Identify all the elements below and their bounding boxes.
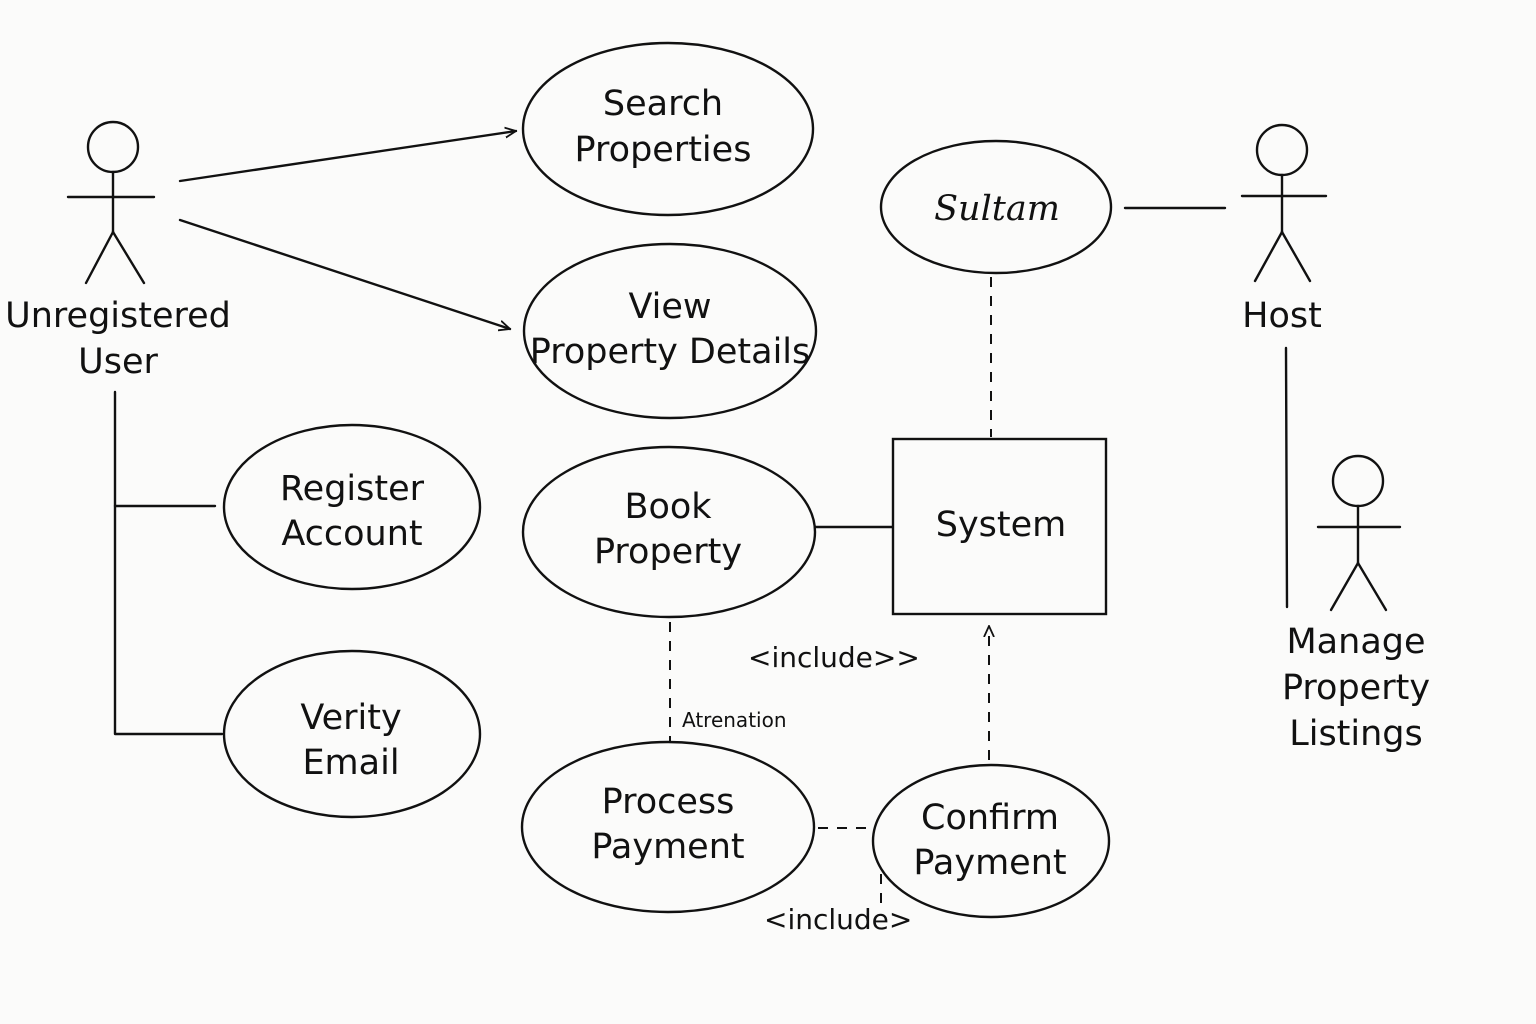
alternation-annotation: Atrenation <box>682 708 787 732</box>
actor-label-property: Property <box>1282 668 1430 708</box>
actor-host <box>1240 123 1328 283</box>
include-annotation-bottom: <include> <box>764 903 912 936</box>
use-case-label-view: View <box>628 287 711 327</box>
include-annotation-top: <include>> <box>748 641 920 674</box>
use-case-register-account[interactable] <box>222 423 482 591</box>
actor-unregistered-user <box>66 120 156 285</box>
use-case-label-account: Account <box>281 514 422 554</box>
use-case-verify-email[interactable] <box>222 649 482 819</box>
use-case-process-payment[interactable] <box>520 740 816 914</box>
use-case-label-register: Register <box>280 469 425 509</box>
use-case-label-book: Book <box>624 487 712 527</box>
use-case-label-payment: Payment <box>591 827 744 867</box>
association-host-manage <box>1284 346 1289 609</box>
use-case-confirm-payment[interactable] <box>871 763 1111 919</box>
use-case-label-search: Search <box>603 84 723 124</box>
actor-label-user: User <box>78 342 158 382</box>
use-case-label-property-details: Property Details <box>530 332 811 372</box>
use-case-label-sultam: Sultam <box>934 189 1060 229</box>
use-case-sultam[interactable] <box>879 139 1113 275</box>
association-user-search <box>178 131 516 183</box>
association-user-register-verify <box>113 390 224 736</box>
use-case-view-property-details[interactable] <box>522 242 818 420</box>
use-case-label-email: Email <box>302 743 399 783</box>
actor-manager <box>1316 454 1402 612</box>
actor-label-unregistered: Unregistered <box>5 296 231 336</box>
actor-label-listings: Listings <box>1289 714 1423 754</box>
use-case-label-properties: Properties <box>575 130 752 170</box>
use-case-label-verity: Verity <box>300 698 401 738</box>
use-case-label-process: Process <box>602 782 735 822</box>
system-box[interactable] <box>891 437 1108 616</box>
use-case-book-property[interactable] <box>521 445 817 619</box>
actor-label-manage: Manage <box>1286 622 1425 662</box>
actor-label-host: Host <box>1242 296 1322 336</box>
use-case-search-properties[interactable] <box>521 41 815 217</box>
use-case-label-book-property: Property <box>594 532 742 572</box>
use-case-label-confirm: Confirm <box>921 798 1059 838</box>
use-case-label-confirm-payment: Payment <box>913 843 1066 883</box>
association-user-view-details <box>178 218 510 329</box>
system-box-label: System <box>936 505 1067 545</box>
